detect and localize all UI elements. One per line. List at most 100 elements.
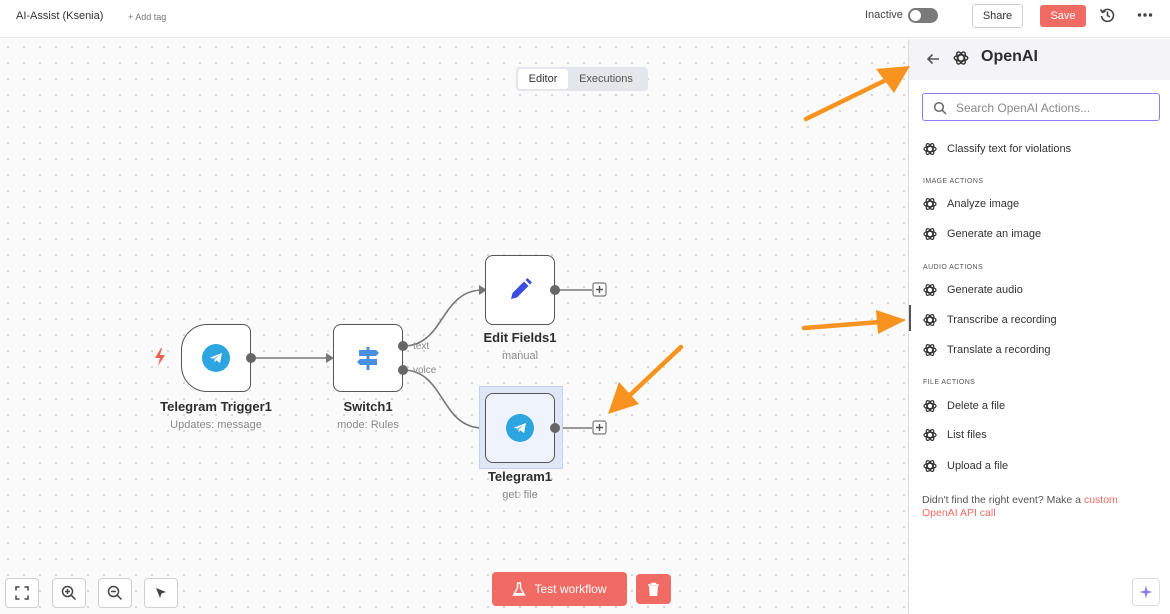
openai-icon xyxy=(923,400,937,412)
zoom-out-icon xyxy=(107,585,123,601)
action-label: Translate a recording xyxy=(947,344,1051,356)
node-label: Telegram Trigger1 xyxy=(160,399,272,414)
history-icon[interactable] xyxy=(1098,6,1116,24)
annotation-arrow-header xyxy=(803,66,910,122)
telegram-icon xyxy=(506,414,534,442)
action-label: Delete a file xyxy=(947,400,1006,412)
pencil-icon xyxy=(511,278,532,299)
delete-button[interactable] xyxy=(636,574,671,604)
node-telegram-trigger[interactable] xyxy=(181,324,251,392)
connection-arrowhead xyxy=(479,285,487,295)
workflow-status-label: Inactive xyxy=(865,9,903,21)
trigger-bolt-icon xyxy=(155,348,165,366)
workflow-canvas[interactable]: Editor Executions Telegram Trigger1 Upda… xyxy=(0,39,908,614)
connection-arrowhead xyxy=(326,353,334,363)
action-label: Upload a file xyxy=(947,460,1009,472)
zoom-out-button[interactable] xyxy=(98,578,132,608)
node-switch[interactable] xyxy=(333,324,403,392)
output-label-voice: voice xyxy=(413,365,437,376)
node-edit-fields[interactable] xyxy=(485,255,555,325)
node-subtitle: get: file xyxy=(502,489,538,501)
output-handle[interactable] xyxy=(549,422,561,434)
output-handle-voice[interactable] xyxy=(397,364,409,376)
node-subtitle: Updates: message xyxy=(170,419,262,431)
openai-icon xyxy=(923,198,937,210)
select-tool-button[interactable] xyxy=(144,578,178,608)
node-subtitle: mode: Rules xyxy=(337,419,399,431)
output-handle-text[interactable] xyxy=(397,340,409,352)
action-classify-text[interactable]: Classify text for violations xyxy=(922,137,1160,161)
action-list-files[interactable]: List files xyxy=(922,423,1160,447)
action-label: Generate audio xyxy=(947,284,1023,296)
active-item-marker xyxy=(909,305,911,331)
openai-icon xyxy=(923,143,937,155)
connections-layer xyxy=(251,285,592,433)
node-subtitle: manual xyxy=(501,350,539,362)
node-label: Switch1 xyxy=(343,399,393,414)
openai-icon xyxy=(923,460,937,472)
tab-editor[interactable]: Editor xyxy=(518,69,568,89)
tab-executions[interactable]: Executions xyxy=(579,73,633,85)
custom-api-call-link[interactable]: custom OpenAI API call xyxy=(922,494,1118,519)
search-input[interactable] xyxy=(956,98,1152,118)
toggle-knob xyxy=(910,10,921,21)
output-handle[interactable] xyxy=(245,352,257,364)
node-creator-panel: OpenAI Classify text for violations IMAG… xyxy=(908,39,1170,614)
output-label-text: text xyxy=(413,341,430,352)
share-button[interactable]: Share xyxy=(972,4,1023,28)
annotation-arrow-add-node xyxy=(608,344,684,414)
panel-header: OpenAI xyxy=(909,39,1170,80)
openai-icon xyxy=(923,314,937,326)
output-handle[interactable] xyxy=(549,284,561,296)
add-node-icon[interactable] xyxy=(592,282,608,298)
signpost-icon xyxy=(357,347,379,370)
node-label: Edit Fields1 xyxy=(483,330,557,345)
node-label: Telegram1 xyxy=(487,469,553,484)
connection-switch-editfields xyxy=(402,289,484,347)
test-workflow-button[interactable]: Test workflow xyxy=(492,572,627,606)
fit-view-button[interactable] xyxy=(5,578,39,608)
add-tag-link[interactable]: + Add tag xyxy=(128,12,167,22)
fit-view-icon xyxy=(15,586,29,600)
openai-icon xyxy=(923,344,937,356)
action-generate-audio[interactable]: Generate audio xyxy=(922,278,1160,302)
trash-icon xyxy=(648,582,659,596)
action-label: Classify text for violations xyxy=(947,143,1072,155)
workflow-title[interactable]: AI-Assist (Ksenia) xyxy=(16,10,104,22)
action-delete-file[interactable]: Delete a file xyxy=(922,394,1160,418)
ai-assistant-button[interactable] xyxy=(1132,578,1160,606)
connection-switch-telegram xyxy=(402,369,484,429)
footer-hint-text: Didn't find the right event? Make a xyxy=(922,494,1084,506)
action-transcribe-recording[interactable]: Transcribe a recording xyxy=(922,308,1160,332)
action-translate-recording[interactable]: Translate a recording xyxy=(922,338,1160,362)
back-arrow-icon[interactable] xyxy=(925,51,941,67)
zoom-in-icon xyxy=(61,585,77,601)
active-toggle[interactable] xyxy=(908,8,938,23)
save-button[interactable]: Save xyxy=(1040,5,1086,27)
cursor-icon xyxy=(156,588,166,598)
openai-icon xyxy=(923,228,937,240)
action-analyze-image[interactable]: Analyze image xyxy=(922,192,1160,216)
search-icon xyxy=(933,101,947,115)
telegram-icon xyxy=(202,344,230,372)
add-node-icon[interactable] xyxy=(592,420,608,436)
action-label: Generate an image xyxy=(947,228,1042,240)
action-label: List files xyxy=(947,429,987,441)
footer-hint: Didn't find the right event? Make a cust… xyxy=(922,494,1152,520)
mode-switch: Editor Executions xyxy=(516,67,648,91)
node-telegram[interactable] xyxy=(485,393,555,463)
sparkle-icon xyxy=(1139,585,1153,599)
action-label: Analyze image xyxy=(947,198,1020,210)
openai-icon xyxy=(953,51,969,65)
action-generate-image[interactable]: Generate an image xyxy=(922,222,1160,246)
section-title-image: IMAGE ACTIONS xyxy=(923,178,984,185)
more-options-icon[interactable] xyxy=(1136,6,1154,24)
panel-title: OpenAI xyxy=(981,48,1038,65)
test-workflow-label: Test workflow xyxy=(534,582,607,596)
zoom-in-button[interactable] xyxy=(52,578,86,608)
top-bar: AI-Assist (Ksenia) + Add tag Inactive Sh… xyxy=(0,0,1170,38)
annotation-arrow-transcribe xyxy=(801,310,906,334)
action-upload-file[interactable]: Upload a file xyxy=(922,454,1160,478)
openai-icon xyxy=(923,429,937,441)
action-label: Transcribe a recording xyxy=(947,314,1057,326)
